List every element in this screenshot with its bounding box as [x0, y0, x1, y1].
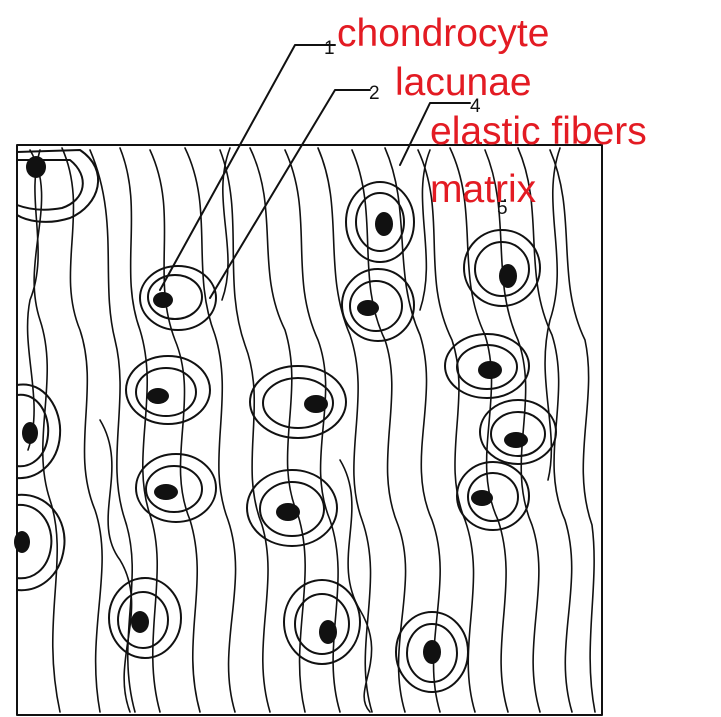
callout-number-2: 2: [369, 83, 380, 104]
label-matrix: matrix: [430, 168, 537, 211]
cell-13: [480, 400, 556, 464]
nucleus: [423, 640, 441, 664]
nucleus: [147, 388, 169, 404]
cell-16: [17, 384, 60, 478]
cell-7: [250, 366, 346, 438]
nucleus: [357, 300, 379, 316]
cell-14: [457, 462, 529, 530]
nucleus: [14, 531, 30, 553]
label-lacunae: lacunae: [395, 61, 532, 104]
nucleus: [478, 361, 502, 379]
leader-line-1: [160, 45, 335, 290]
label-chondrocyte: chondrocyte: [337, 12, 549, 55]
nucleus: [504, 432, 528, 448]
nucleus: [375, 212, 393, 236]
nucleus: [22, 422, 38, 444]
cell-4: [109, 578, 181, 658]
cell-8: [247, 470, 337, 546]
nucleus: [276, 503, 300, 521]
cell-2: [126, 356, 210, 424]
nucleus: [304, 395, 328, 413]
nucleus: [153, 292, 173, 308]
cell-6: [342, 269, 414, 341]
cell-9: [284, 580, 360, 664]
cell-15: [17, 150, 98, 222]
nucleus: [26, 156, 46, 178]
label-elastic-fibers: elastic fibers: [430, 110, 647, 153]
nucleus: [319, 620, 337, 644]
cell-10: [396, 612, 468, 692]
nucleus: [131, 611, 149, 633]
cell-11: [464, 230, 540, 306]
nucleus: [471, 490, 493, 506]
nucleus: [154, 484, 178, 500]
nucleus: [499, 264, 517, 288]
elastic-fibers: [28, 148, 595, 712]
cell-5: [346, 182, 414, 262]
cell-3: [136, 454, 216, 522]
callout-number-1: 1: [324, 38, 335, 59]
lacuna: [126, 356, 210, 424]
